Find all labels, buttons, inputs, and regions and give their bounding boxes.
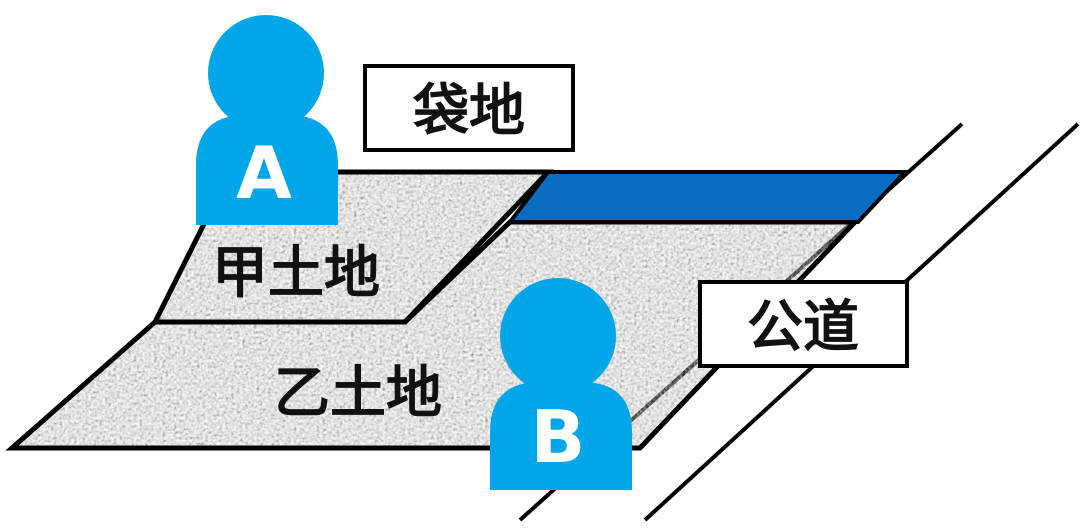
land-kou-label: 甲土地 — [212, 241, 380, 306]
person-a-letter: A — [236, 131, 292, 215]
person-b-icon: B — [490, 278, 632, 490]
public-road-label: 公道 — [747, 295, 859, 360]
passage-strip — [505, 170, 910, 224]
person-a-icon: A — [196, 15, 338, 225]
landlocked-label-box: 袋地 — [363, 64, 575, 152]
public-road-label-box: 公道 — [698, 280, 909, 368]
landlocked-label: 袋地 — [412, 79, 525, 144]
land-otsu-label: 乙土地 — [274, 361, 442, 426]
person-b-letter: B — [531, 395, 586, 479]
